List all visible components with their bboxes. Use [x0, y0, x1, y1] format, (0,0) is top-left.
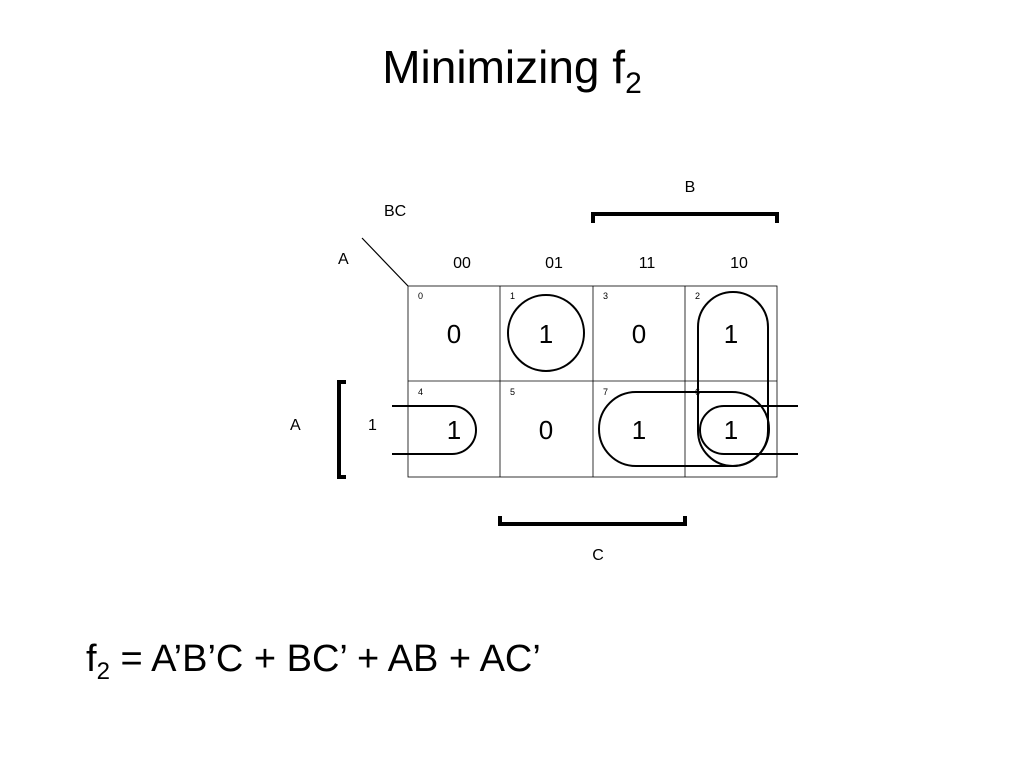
equation-subscript: 2 [96, 658, 110, 685]
bracket-b [591, 212, 779, 223]
group-wrap-left [392, 405, 477, 455]
cell-value: 1 [539, 319, 553, 349]
cell-value: 1 [724, 415, 738, 445]
row-var-label: A [338, 251, 349, 268]
grid-border [407, 285, 778, 478]
group-horizontal-pair [598, 391, 770, 467]
bracket-label-c: C [592, 547, 604, 564]
cell-index: 2 [695, 291, 700, 301]
group-single-cell [507, 294, 585, 372]
title-text: Minimizing f [382, 41, 626, 93]
cell-index: 4 [418, 387, 423, 397]
cell-index: 0 [418, 291, 423, 301]
corner-diagonal [361, 237, 409, 287]
cell-value: 1 [724, 319, 738, 349]
group-wrap-right [699, 405, 798, 455]
col-header-00: 00 [453, 255, 471, 272]
cell-index: 5 [510, 387, 515, 397]
bracket-c [498, 516, 687, 526]
col-var-label: BC [384, 203, 406, 220]
cell-value: 1 [632, 415, 646, 445]
cell-value: 1 [447, 415, 461, 445]
row-header-1: 1 [368, 417, 377, 434]
minimized-equation: f2 = A’B’C + BC’ + AB + AC’ [86, 638, 541, 684]
cell-value: 0 [632, 319, 646, 349]
cell-value: 0 [539, 415, 553, 445]
bracket-label-a: A [290, 417, 301, 434]
bracket-label-b: B [685, 179, 696, 196]
equation-lhs: f [86, 638, 97, 680]
title-subscript: 2 [625, 67, 642, 100]
cell-index: 1 [510, 291, 515, 301]
cell-index: 3 [603, 291, 608, 301]
slide-title: Minimizing f2 [0, 40, 1024, 99]
equation-rhs: = A’B’C + BC’ + AB + AC’ [109, 638, 541, 680]
col-header-01: 01 [545, 255, 563, 272]
bracket-a [337, 380, 346, 479]
col-header-11: 11 [639, 255, 656, 272]
col-header-10: 10 [730, 255, 748, 272]
cell-index: 7 [603, 387, 608, 397]
cell-value: 0 [447, 319, 461, 349]
